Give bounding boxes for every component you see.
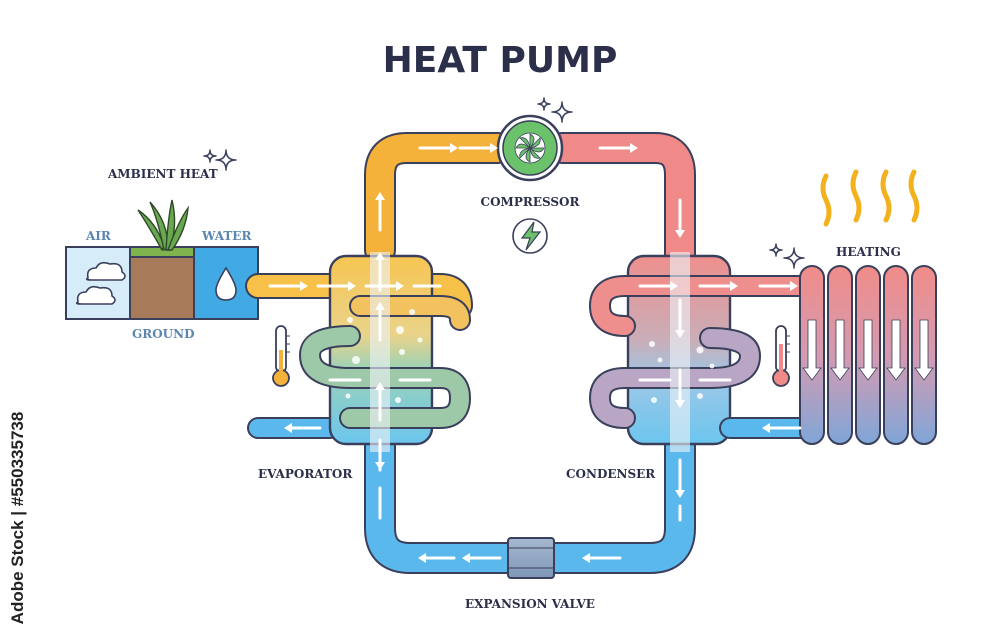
page-title: HEAT PUMP: [383, 40, 618, 81]
refrigerant-loop: [364, 132, 696, 574]
sparkle-icon: [203, 97, 805, 269]
lightning-icon: [512, 218, 548, 254]
ambient-heat-label: AMBIENT HEAT: [107, 167, 218, 181]
expansion-valve: [507, 537, 555, 579]
expansion-valve-label: EXPANSION VALVE: [465, 597, 595, 611]
cloud-icon: [75, 261, 126, 305]
condenser: [588, 252, 821, 452]
stock-watermark: Adobe Stock | #550335738: [6, 402, 30, 634]
fan-icon: [514, 132, 546, 164]
thermometer-icon: [272, 325, 290, 387]
compressor-label: COMPRESSOR: [481, 195, 581, 209]
condenser-label: CONDENSER: [566, 467, 656, 481]
ground-box: [129, 246, 195, 320]
radiator: [799, 265, 937, 445]
thermometer-icon: [772, 325, 790, 387]
ambient-sources: [65, 199, 259, 320]
water-label: WATER: [201, 229, 252, 243]
compressor: [496, 114, 564, 182]
air-label: AIR: [85, 229, 112, 243]
arrow-icon: [284, 143, 798, 563]
water-drop-icon: [215, 266, 237, 301]
flow-arrows: [268, 146, 802, 560]
arrow-icon: [802, 319, 934, 381]
grass-icon: [137, 199, 189, 252]
air-box: [65, 246, 131, 320]
ground-label: GROUND: [132, 327, 195, 341]
evaporator: [298, 252, 472, 452]
stock-id-label: Adobe Stock | #550335738: [8, 411, 27, 625]
heat-wave-icon: [820, 169, 920, 227]
evaporator-label: EVAPORATOR: [258, 467, 353, 481]
heating-label: HEATING: [836, 245, 901, 259]
